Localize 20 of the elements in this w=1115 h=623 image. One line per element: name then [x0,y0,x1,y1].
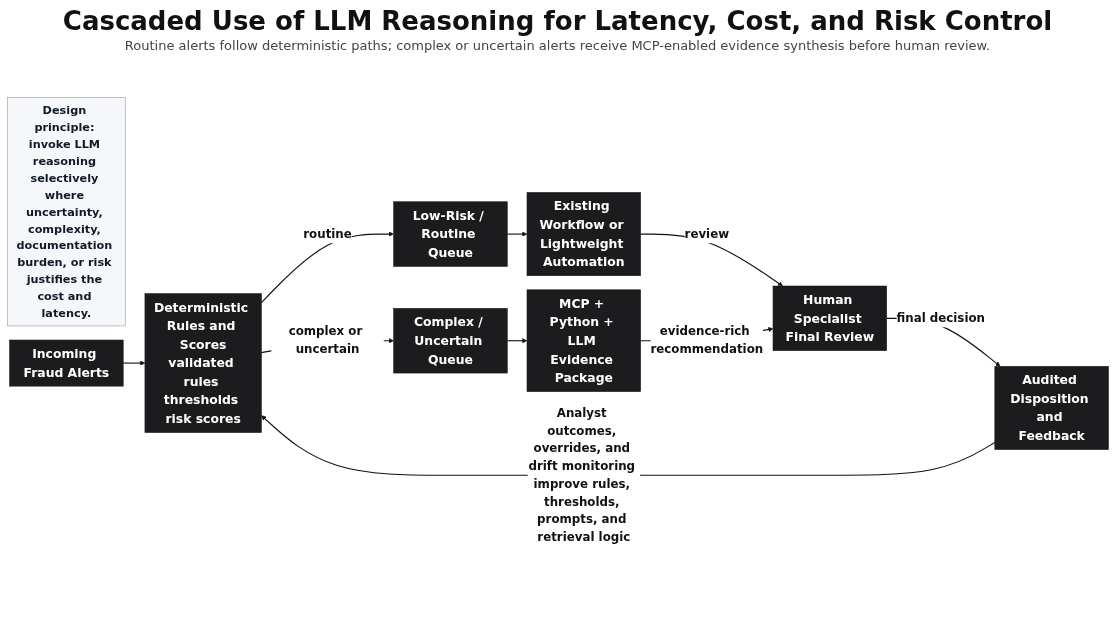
diagram-title: Cascaded Use of LLM Reasoning for Latency, Cost, and Risk Control [61,6,1054,36]
node-box: Incoming Fraud Alerts [8,339,123,387]
node-box: Complex / Uncertain Queue [392,308,508,374]
node-box: Low-Risk / Routine Queue [392,201,508,267]
edge-label: review [684,227,729,241]
edge-label: final decision [896,311,985,325]
arrow [506,338,527,344]
node-box: Existing Workflow or Lightweight Automation [526,192,641,277]
edge-label: routine [302,227,352,241]
node-box: Audited Disposition and Feedback [994,366,1109,451]
edge-label: Analyst outcomes, overrides, and drift monitoring improve rules, thresholds, prompts, and retrieval logic [527,406,635,544]
edge-label: evidence-rich recommendation [649,324,763,357]
node-box: Design principle: invoke LLM reasoning selectively where uncertainty, complexity, documentation burden, or risk justifies the cost and latency. [6,97,125,327]
edge-label: complex or uncertain [288,324,362,357]
node-box: Human Specialist Final Review [772,285,887,352]
node-box: MCP + Python + LLM Evidence Package [526,289,641,393]
arrow [122,360,145,366]
node-box: Deterministic Rules and Scores validated rules thresholds risk scores [144,293,262,434]
arrow [506,231,527,237]
subtitle-text: Routine alerts follow deterministic paths; complex or uncertain alerts receive MCP-enabled evidence synthesis before human review. [123,38,992,53]
